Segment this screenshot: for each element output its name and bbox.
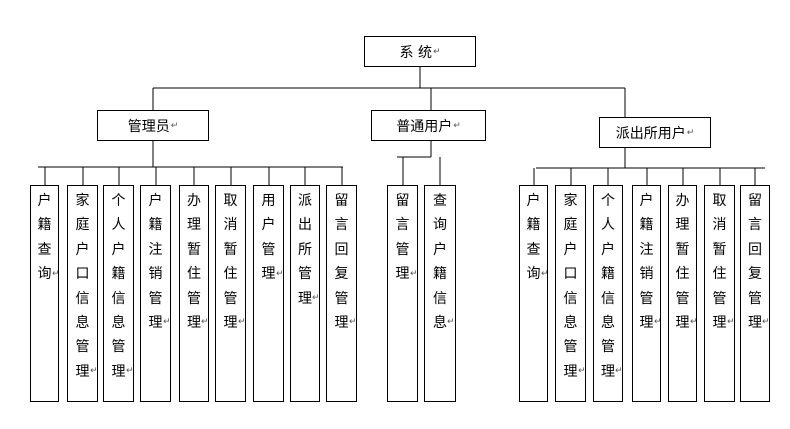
module-node-label: 家庭户口信息管理	[75, 193, 90, 380]
paragraph-mark-icon: ↵	[762, 317, 770, 328]
module-node: 户籍注销管理	[140, 185, 171, 402]
role-node-label: 管理员	[127, 118, 170, 135]
paragraph-mark-icon: ↵	[276, 268, 284, 279]
module-node: 派出所管理	[290, 185, 320, 402]
module-node: 户籍查询	[519, 185, 548, 402]
paragraph-mark-icon: ↵	[170, 120, 179, 131]
role-node-label: 普通用户	[396, 118, 453, 135]
module-node-label: 查询户籍信息	[433, 193, 447, 332]
paragraph-mark-icon: ↵	[126, 366, 134, 377]
module-node-label: 个人户籍信息管理	[601, 193, 615, 380]
module-node: 取消暂住管理	[215, 185, 246, 402]
paragraph-mark-icon: ↵	[201, 317, 209, 328]
module-node: 办理暂住管理	[668, 185, 697, 402]
module-node-label: 户籍注销管理	[148, 193, 163, 332]
root-node: 系 统 ↵	[364, 36, 476, 67]
module-node-label: 办理暂住管理	[187, 193, 201, 332]
role-node: 普通用户↵	[371, 110, 486, 141]
module-node-label: 户籍查询	[37, 193, 52, 283]
module-node: 留言回复管理	[326, 185, 357, 402]
paragraph-mark-icon: ↵	[690, 317, 698, 328]
root-node-label: 系 统	[399, 44, 432, 61]
module-node-label: 个人户籍信息管理	[111, 193, 126, 380]
module-node-label: 用户管理	[261, 193, 276, 283]
paragraph-mark-icon: ↵	[312, 293, 320, 303]
module-node: 户籍查询	[30, 185, 59, 402]
module-node-label: 留言回复管理	[748, 193, 762, 332]
paragraph-mark-icon: ↵	[410, 268, 418, 279]
role-node: 派出所用户↵	[599, 117, 711, 148]
role-node-label: 派出所用户	[615, 125, 686, 142]
paragraph-mark-icon: ↵	[238, 317, 246, 328]
module-node-label: 留言管理	[395, 193, 410, 283]
paragraph-mark-icon: ↵	[432, 46, 441, 57]
paragraph-mark-icon: ↵	[447, 317, 455, 328]
module-node: 个人户籍信息管理	[103, 185, 134, 402]
module-node: 家庭户口信息管理	[555, 185, 586, 402]
paragraph-mark-icon: ↵	[453, 120, 461, 131]
module-node-label: 户籍注销管理	[639, 193, 654, 332]
paragraph-mark-icon: ↵	[90, 366, 98, 377]
module-node: 查询户籍信息	[424, 185, 456, 402]
module-node-label: 家庭户口信息管理	[563, 193, 578, 380]
role-node: 管理员↵	[97, 110, 209, 141]
module-node: 用户管理	[253, 185, 284, 402]
module-node-label: 留言回复管理	[334, 193, 349, 332]
module-node-label: 取消暂住管理	[223, 193, 238, 332]
module-node: 办理暂住管理	[179, 185, 209, 402]
paragraph-mark-icon: ↵	[163, 317, 171, 328]
module-node-label: 取消暂住管理	[712, 193, 727, 332]
module-node: 留言回复管理	[740, 185, 770, 402]
module-node: 留言管理	[387, 185, 418, 402]
paragraph-mark-icon: ↵	[727, 317, 735, 328]
paragraph-mark-icon: ↵	[654, 317, 662, 328]
module-node-label: 派出所管理	[298, 193, 312, 307]
paragraph-mark-icon: ↵	[578, 366, 586, 377]
paragraph-mark-icon: ↵	[615, 366, 623, 377]
paragraph-mark-icon: ↵	[686, 127, 695, 138]
paragraph-mark-icon: ↵	[52, 268, 60, 279]
module-node: 户籍注销管理	[632, 185, 661, 402]
module-node: 家庭户口信息管理	[67, 185, 98, 402]
module-node-label: 户籍查询	[526, 193, 541, 283]
paragraph-mark-icon: ↵	[541, 268, 549, 279]
paragraph-mark-icon: ↵	[349, 317, 357, 328]
module-node: 取消暂住管理	[704, 185, 735, 402]
module-node-label: 办理暂住管理	[675, 193, 690, 332]
module-node: 个人户籍信息管理	[593, 185, 623, 402]
